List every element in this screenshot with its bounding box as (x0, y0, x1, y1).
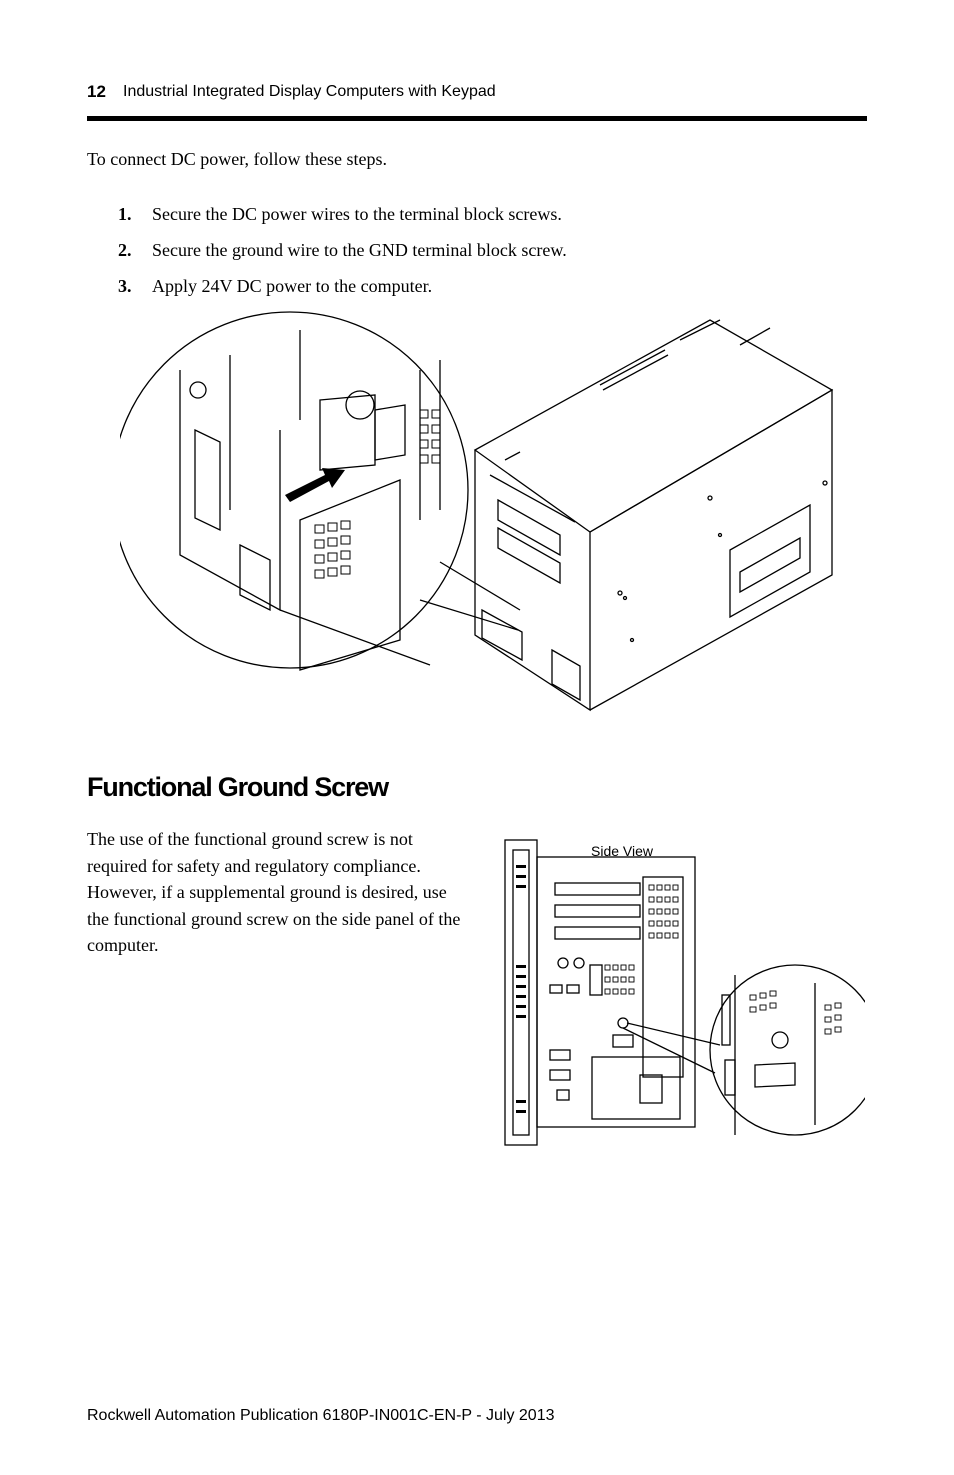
step-number: 1. (118, 204, 132, 224)
step-item: 3. Apply 24V DC power to the computer. (118, 274, 567, 310)
step-text: Secure the DC power wires to the termina… (152, 204, 562, 224)
step-item: 2. Secure the ground wire to the GND term… (118, 238, 567, 274)
step-number: 2. (118, 240, 132, 260)
running-title: Industrial Integrated Display Computers … (123, 83, 496, 100)
steps-list: 1. Secure the DC power wires to the termi… (118, 202, 567, 310)
page-footer: Rockwell Automation Publication 6180P-IN… (87, 1407, 555, 1424)
page-header: 12 Industrial Integrated Display Compute… (87, 82, 866, 108)
section-title: Functional Ground Screw (87, 772, 389, 802)
side-view-illustration (504, 839, 865, 1146)
page-number: 12 (87, 82, 106, 101)
step-number: 3. (118, 276, 132, 296)
intro-text: To connect DC power, follow these steps. (87, 149, 387, 169)
step-text: Apply 24V DC power to the computer. (152, 276, 433, 296)
header-rule (87, 116, 867, 121)
side-view-label: Side View (591, 843, 654, 859)
step-item: 1. Secure the DC power wires to the termi… (118, 202, 567, 238)
section-paragraph: The use of the functional ground screw i… (87, 829, 461, 955)
dc-power-illustration (120, 311, 834, 712)
step-text: Secure the ground wire to the GND termin… (152, 240, 567, 260)
